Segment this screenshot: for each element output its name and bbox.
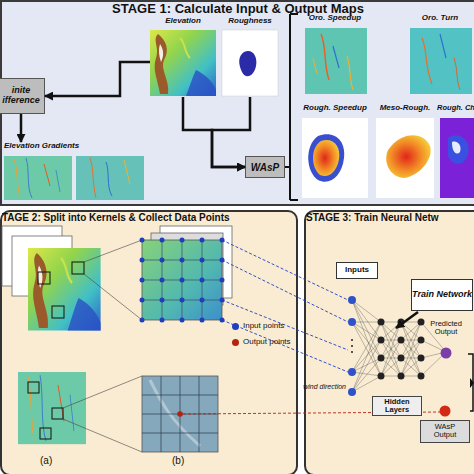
output-neuron: WAsP Output [420,404,470,448]
process-box: WAsP [245,156,285,178]
legend-item: Output points [232,334,291,350]
legend-label: Output points [243,338,291,347]
connector [20,114,23,142]
legend-swatch [232,323,239,330]
map-label: Oro. Turn [422,14,458,23]
box-label: Inputs [345,266,369,275]
box-label: Train Network [412,290,472,300]
map-panel: Elevation Gradients [4,142,145,202]
connector [212,97,250,167]
map-label: Oro. Speedup [309,14,361,23]
stage-panel: STAGE 3: Train Neural NetwInputsTrain Ne… [304,210,474,474]
map-label: Roughness [228,17,272,26]
stage-title: TAGE 2: Split into Kernels & Collect Dat… [2,212,296,223]
stage-title: STAGE 1: Calculate Input & Output Maps [2,2,474,16]
map-panel: Elevation [150,17,216,97]
connector [183,97,245,167]
process-box: Train Network [411,279,473,311]
connector [45,62,150,96]
legend-swatch [232,339,239,346]
box-label: WAsP Output [420,420,470,443]
map-label: Rough. Ch [437,104,474,112]
box-label: Hidden Layers [373,398,421,415]
map-panel: Roughness [220,17,280,97]
process-box: Inputs [336,262,378,279]
map-label: Meso-Rough. [380,104,431,113]
map-label: Elevation [165,17,201,26]
output-neuron-shape [438,404,452,418]
legend-label: Input points [243,322,284,331]
input-label: wind direction [302,383,346,391]
map-panel: Meso-Rough. [374,104,436,200]
map-label: Rough. Speedup [303,104,367,113]
output-neuron-shape [439,346,453,360]
neuron-circle [441,348,452,359]
box-label: Predicted Output [424,320,468,337]
panel-letter: (b) [172,455,202,466]
connector [468,354,473,411]
output-neuron: Predicted Output [424,320,468,360]
map-panel: Oro. Turn [408,14,472,96]
box-label: inite ifference [0,86,44,106]
map-panel: Rough. Speedup [300,104,370,200]
neuron-circle [440,406,451,417]
panel-letter: (a) [40,455,70,466]
stage-title: STAGE 3: Train Neural Netw [306,212,474,223]
process-box: inite ifference [0,78,45,114]
map-panel: Oro. Speedup [303,14,367,96]
legend: Input pointsOutput points [232,318,291,350]
process-box: Hidden Layers [372,396,422,416]
stage-panel: STAGE 1: Calculate Input & Output MapsEl… [0,0,474,206]
box-label: WAsP [251,162,279,173]
legend-item: Input points [232,318,291,334]
map-panel: Rough. Ch [438,104,474,200]
map-label: Elevation Gradients [4,142,79,151]
